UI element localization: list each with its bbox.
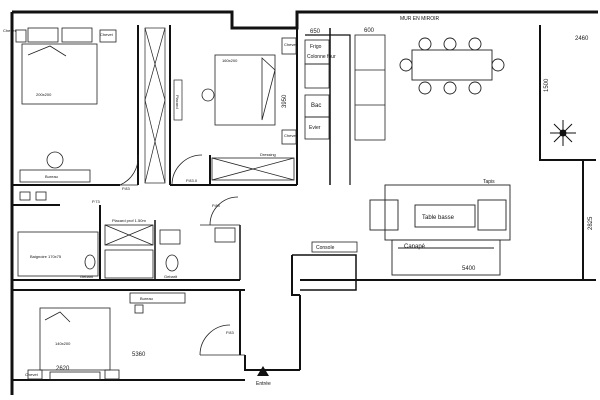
dim-5360: 5360 xyxy=(132,352,146,358)
gebarit-label-2: Gebarit xyxy=(164,274,178,279)
console xyxy=(311,241,358,253)
bed-1-size: 200x200 xyxy=(36,92,52,97)
chevet-label-3: Chevet xyxy=(284,42,298,47)
dim-3950: 3950 xyxy=(282,94,288,108)
door-label-p83d: P.83 xyxy=(226,330,234,335)
coffee-table xyxy=(414,204,476,228)
dining-table-group xyxy=(399,37,505,95)
mirror-wall-label: MUR EN MIROIR xyxy=(400,16,440,22)
plant-icon xyxy=(550,120,576,146)
dim-2460: 2460 xyxy=(575,36,589,42)
console-label: Console xyxy=(316,245,335,251)
bac-label: Bac xyxy=(311,103,321,109)
kitchen xyxy=(304,34,386,141)
bedroom-3 xyxy=(27,292,245,381)
wardrobe xyxy=(144,27,183,184)
bedroom-2 xyxy=(171,37,297,186)
dim-2825: 2825 xyxy=(588,216,594,230)
door-label-p83b: P.83.0 xyxy=(186,178,198,183)
armchair-left xyxy=(369,199,399,231)
door-label-p73: P.73 xyxy=(92,199,100,204)
entree-label: Entrée xyxy=(256,381,271,387)
bureau-label-1: Bureau xyxy=(45,174,58,179)
bed-3-size: 140x200 xyxy=(55,341,71,346)
evier-label: Evier xyxy=(309,125,321,131)
dim-5400: 5400 xyxy=(462,266,476,272)
sofa xyxy=(391,239,501,276)
bureau-label-2: Bureau xyxy=(140,296,153,301)
door-label-p83: P.83 xyxy=(122,186,130,191)
frigo-label: Frigo xyxy=(310,44,322,50)
kitchen-island xyxy=(354,34,386,141)
dim-600: 600 xyxy=(364,28,375,34)
chevet-label-1: Chevet xyxy=(3,28,17,33)
rug xyxy=(384,184,511,241)
bathtub xyxy=(17,231,99,277)
walls xyxy=(10,10,598,395)
chevet-label-4: Chevet xyxy=(284,133,298,138)
tapis-label: Tapis xyxy=(483,179,495,185)
bathroom xyxy=(17,191,240,279)
chevet-label-5: Chevet xyxy=(25,372,39,377)
baignoire-label: Baignoire 170x75 xyxy=(30,254,62,259)
gebarit-label-1: Gebarit xyxy=(80,274,94,279)
living-room xyxy=(369,184,511,276)
bedroom-1 xyxy=(15,27,139,186)
dining-table xyxy=(411,49,493,81)
bed-1 xyxy=(21,43,98,105)
bed-3 xyxy=(39,307,111,371)
dressing-label: Dressing xyxy=(260,152,276,157)
dressing xyxy=(211,157,295,181)
dim-2620: 2620 xyxy=(56,366,70,372)
desk-2 xyxy=(129,292,186,304)
canape-label: Canapé xyxy=(404,244,426,250)
placard-label: Placard xyxy=(175,95,180,109)
dim-650: 650 xyxy=(310,29,321,35)
desk-1 xyxy=(19,169,91,183)
dim-1500: 1500 xyxy=(544,78,550,92)
entrance-arrow-icon xyxy=(257,366,269,376)
armchair-right xyxy=(477,199,507,231)
table-basse-label: Table basse xyxy=(422,215,455,221)
door-label-p83c: P.83 xyxy=(212,203,220,208)
bed-2 xyxy=(214,54,276,126)
placard-prof-label: Placard prof 1.50m xyxy=(112,218,146,223)
bed-2-size: 160x200 xyxy=(222,58,238,63)
chevet-label-2: Chevet xyxy=(100,32,114,37)
colonne-four-label: Colonne four xyxy=(307,54,336,60)
